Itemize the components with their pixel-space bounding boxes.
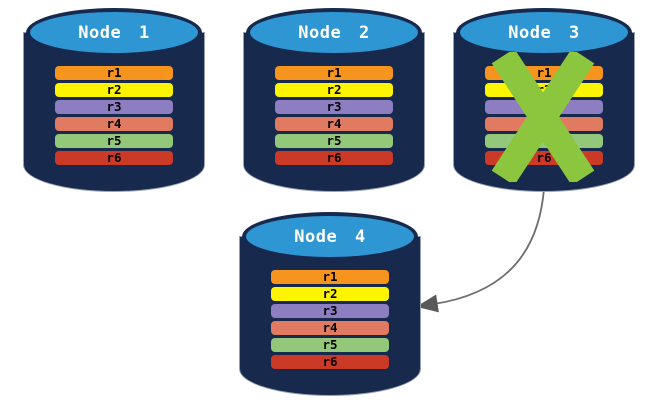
db-node-2: Node 2 r1 r2 r3 r4 r5 r6 bbox=[243, 8, 425, 192]
record-row: r5 bbox=[271, 338, 389, 352]
record-row-label: r4 bbox=[322, 319, 338, 335]
record-row-label: r3 bbox=[322, 302, 338, 318]
failure-x-icon bbox=[491, 52, 595, 182]
node-label: Node 3 bbox=[508, 22, 580, 43]
record-row: r6 bbox=[55, 151, 173, 165]
record-row-label: r3 bbox=[326, 98, 342, 114]
cylinder-top: Node 2 bbox=[246, 8, 422, 57]
db-node-3: Node 3 r1 r2 r3 r4 r5 r6 bbox=[453, 8, 635, 192]
record-row: r3 bbox=[55, 100, 173, 114]
record-row-label: r5 bbox=[326, 132, 342, 148]
record-row-label: r1 bbox=[536, 64, 552, 80]
db-node-1: Node 1 r1 r2 r3 r4 r5 r6 bbox=[23, 8, 205, 192]
record-row: r1 bbox=[271, 270, 389, 284]
record-row-label: r1 bbox=[106, 64, 122, 80]
row-list: r1 r2 r3 r4 r5 r6 bbox=[271, 270, 389, 369]
record-row-label: r2 bbox=[326, 81, 342, 97]
record-row-label: r4 bbox=[106, 115, 122, 131]
record-row: r1 bbox=[275, 66, 393, 80]
record-row-label: r1 bbox=[322, 268, 338, 284]
record-row-label: r2 bbox=[106, 81, 122, 97]
db-node-4: Node 4 r1 r2 r3 r4 r5 r6 bbox=[239, 212, 421, 396]
record-row: r6 bbox=[271, 355, 389, 369]
record-row-label: r5 bbox=[106, 132, 122, 148]
record-row-label: r3 bbox=[106, 98, 122, 114]
record-row: r4 bbox=[271, 321, 389, 335]
record-row-label: r1 bbox=[326, 64, 342, 80]
record-row: r6 bbox=[275, 151, 393, 165]
record-row: r2 bbox=[55, 83, 173, 97]
row-list: r1 r2 r3 r4 r5 r6 bbox=[275, 66, 393, 165]
cylinder-top: Node 1 bbox=[26, 8, 202, 57]
record-row-label: r6 bbox=[106, 149, 122, 165]
row-list: r1 r2 r3 r4 r5 r6 bbox=[55, 66, 173, 165]
node-label: Node 1 bbox=[78, 22, 150, 43]
record-row: r5 bbox=[55, 134, 173, 148]
record-row: r3 bbox=[271, 304, 389, 318]
record-row: r2 bbox=[271, 287, 389, 301]
arrow-curve bbox=[416, 188, 545, 313]
record-row-label: r6 bbox=[322, 353, 338, 369]
cylinder-top: Node 3 bbox=[456, 8, 632, 57]
cylinder-top: Node 4 bbox=[242, 212, 418, 261]
record-row-label: r5 bbox=[322, 336, 338, 352]
record-row: r4 bbox=[55, 117, 173, 131]
node-label: Node 2 bbox=[298, 22, 370, 43]
record-row: r5 bbox=[275, 134, 393, 148]
record-row: r1 bbox=[55, 66, 173, 80]
record-row: r4 bbox=[275, 117, 393, 131]
record-row: r3 bbox=[275, 100, 393, 114]
record-row: r2 bbox=[275, 83, 393, 97]
record-row-label: r6 bbox=[536, 149, 552, 165]
record-row-label: r6 bbox=[326, 149, 342, 165]
record-row-label: r2 bbox=[322, 285, 338, 301]
record-row-label: r4 bbox=[326, 115, 342, 131]
node-label: Node 4 bbox=[294, 226, 366, 247]
